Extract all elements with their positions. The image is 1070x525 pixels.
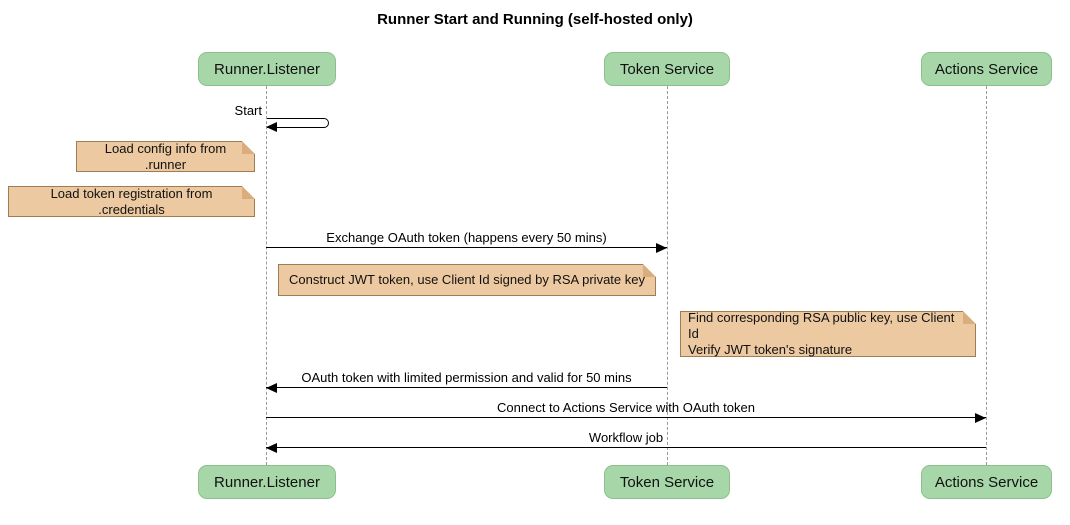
actor-token-service-top: Token Service — [604, 52, 730, 86]
message-line — [266, 383, 667, 393]
message-connect-actions-service: Connect to Actions Service with OAuth to… — [266, 400, 986, 423]
arrowhead-right-icon — [656, 243, 667, 253]
message-line — [266, 443, 986, 453]
note-load-config: Load config info from .runner — [76, 141, 255, 172]
actor-runner-listener-top: Runner.Listener — [198, 52, 336, 86]
lifeline-actions-service — [986, 86, 987, 465]
note-construct-jwt: Construct JWT token, use Client Id signe… — [278, 264, 656, 296]
message-exchange-oauth-token: Exchange OAuth token (happens every 50 m… — [266, 230, 667, 253]
actor-label: Token Service — [619, 473, 715, 491]
arrowhead-left-icon — [266, 383, 277, 393]
actor-label: Actions Service — [934, 473, 1039, 491]
message-label: Workflow job — [588, 430, 664, 445]
message-line — [266, 243, 667, 253]
message-label: Connect to Actions Service with OAuth to… — [497, 400, 755, 415]
actor-runner-listener-bottom: Runner.Listener — [198, 465, 336, 499]
actor-actions-service-bottom: Actions Service — [921, 465, 1052, 499]
note-fold-corner-icon — [242, 141, 255, 154]
note-verify-jwt: Find corresponding RSA public key, use C… — [680, 310, 976, 357]
actor-actions-service-top: Actions Service — [921, 52, 1052, 86]
message-oauth-token-returned: OAuth token with limited permission and … — [266, 370, 667, 393]
actor-label: Token Service — [619, 60, 715, 78]
actor-label: Runner.Listener — [214, 60, 320, 78]
message-label: Exchange OAuth token (happens every 50 m… — [326, 230, 607, 245]
message-start-loop — [267, 118, 329, 128]
note-text: Load config info from .runner — [104, 140, 227, 172]
actor-label: Runner.Listener — [214, 473, 320, 491]
lifeline-runner-listener — [266, 86, 267, 465]
arrowhead-left-icon — [266, 443, 277, 453]
message-workflow-job: Workflow job — [266, 430, 986, 453]
arrowhead-right-icon — [975, 413, 986, 423]
note-load-token-registration: Load token registration from .credential… — [8, 186, 255, 217]
message-start-label: Start — [234, 103, 262, 118]
note-fold-corner-icon — [963, 311, 976, 324]
actor-label: Actions Service — [934, 60, 1039, 78]
message-line — [266, 413, 986, 423]
note-fold-corner-icon — [643, 264, 656, 277]
diagram-title: Runner Start and Running (self-hosted on… — [377, 11, 693, 28]
note-fold-corner-icon — [242, 186, 255, 199]
note-text: Load token registration from .credential… — [50, 185, 213, 217]
note-text: Find corresponding RSA public key, use C… — [688, 310, 955, 357]
actor-token-service-bottom: Token Service — [604, 465, 730, 499]
lifeline-token-service — [667, 86, 668, 465]
note-text: Construct JWT token, use Client Id signe… — [289, 272, 645, 287]
message-label: OAuth token with limited permission and … — [301, 370, 632, 385]
arrowhead-left-icon — [266, 122, 277, 132]
